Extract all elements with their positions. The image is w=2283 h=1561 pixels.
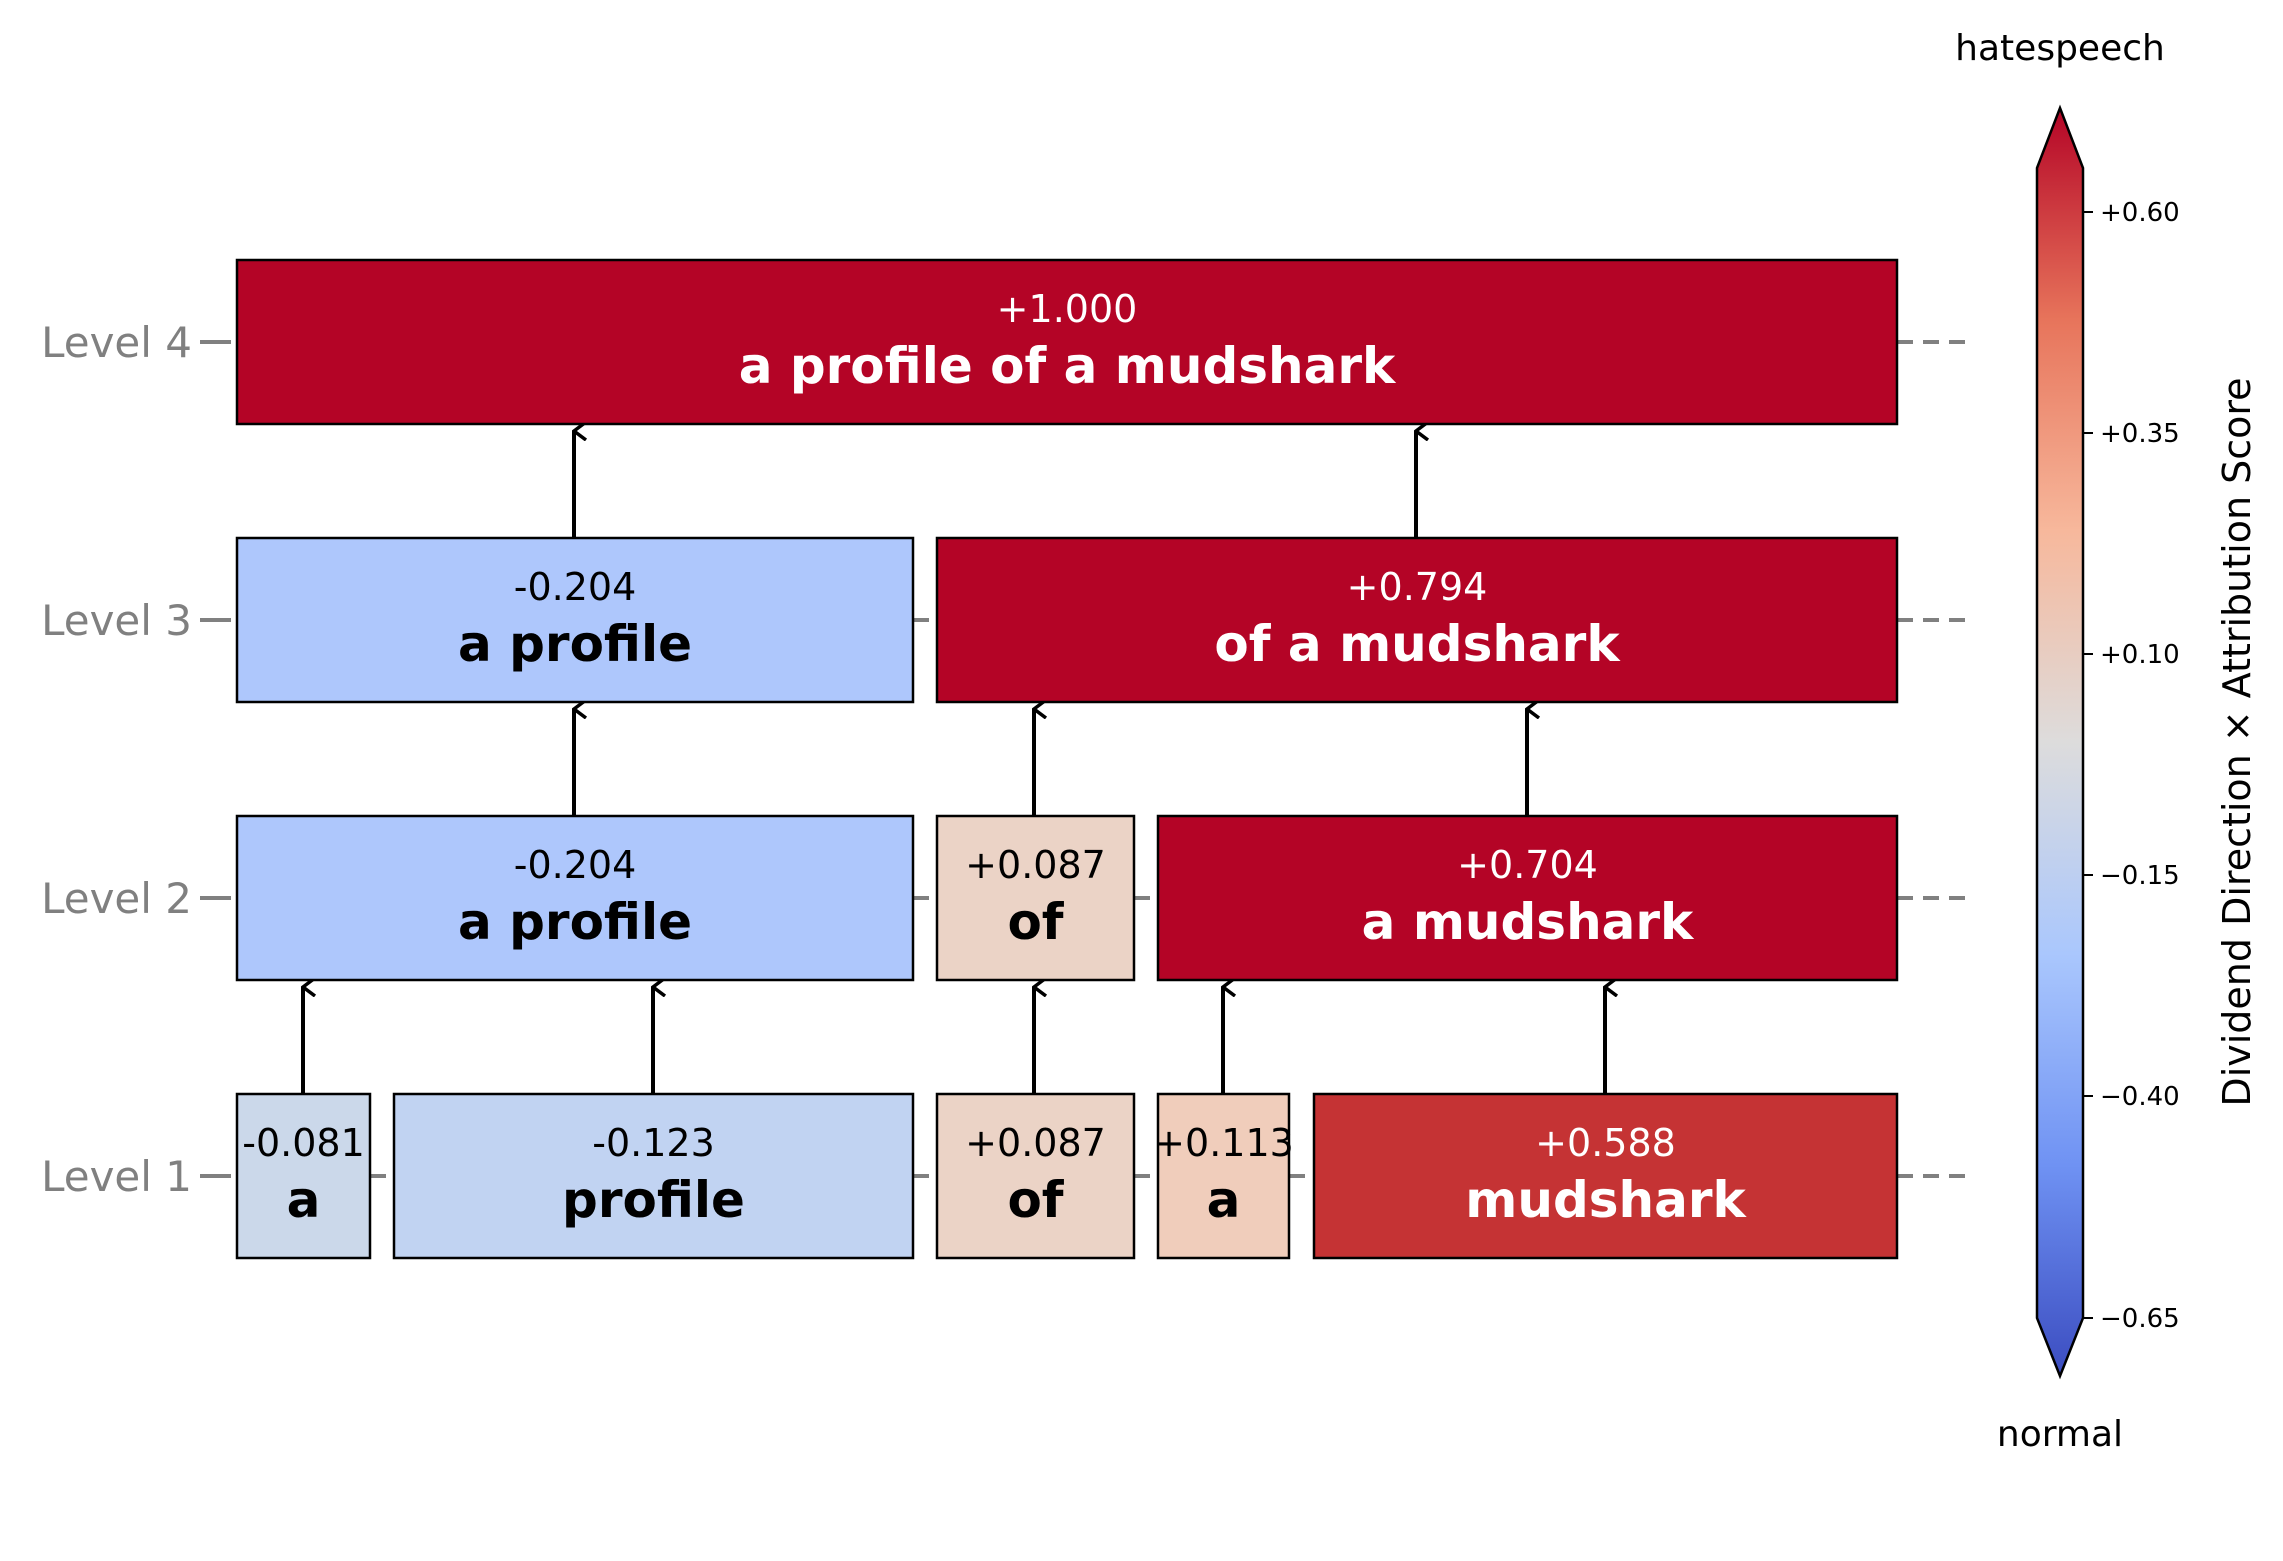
node-box xyxy=(1312,1092,1899,1260)
node-box xyxy=(1156,814,1899,982)
node-text: a xyxy=(287,1171,321,1229)
node-level1-4: +0.113 a xyxy=(1153,1092,1294,1260)
node-box xyxy=(235,814,915,982)
node-level2-3: +0.704 a mudshark xyxy=(1156,814,1899,982)
level-label: Level 4 xyxy=(41,318,192,367)
colorbar-tick-label: +0.60 xyxy=(2100,198,2180,228)
node-score: +0.794 xyxy=(1347,565,1488,609)
colorbar-tick-label: −0.40 xyxy=(2100,1082,2180,1112)
node-level1-5: +0.588 mudshark xyxy=(1312,1092,1899,1260)
node-score: +1.000 xyxy=(997,287,1138,331)
node-box xyxy=(935,814,1136,982)
level-label: Level 3 xyxy=(41,596,192,645)
level-axis: Level 4 Level 3 Level 2 Level 1 xyxy=(41,318,215,1201)
node-score: -0.204 xyxy=(514,565,637,609)
node-box xyxy=(935,1092,1136,1260)
node-text: profile xyxy=(562,1171,745,1229)
node-box xyxy=(1156,1092,1291,1260)
colorbar-top-label: hatespeech xyxy=(1955,28,2165,69)
node-level2-2: +0.087 of xyxy=(935,814,1136,982)
node-level2-1: -0.204 a profile xyxy=(235,814,915,982)
node-score: +0.113 xyxy=(1153,1121,1294,1165)
colorbar-ticks: +0.60 +0.35 +0.10 −0.15 −0.40 −0.65 xyxy=(2083,198,2180,1334)
level-label: Level 1 xyxy=(41,1152,192,1201)
level-tick-1: Level 1 xyxy=(41,1152,215,1201)
node-score: +0.087 xyxy=(965,843,1106,887)
node-boxes: -0.081 a -0.123 profile +0.087 of +0.113 a +0.58… xyxy=(235,258,1899,1260)
node-score: +0.087 xyxy=(965,1121,1106,1165)
level-tick-4: Level 4 xyxy=(41,318,215,367)
node-level3-1: -0.204 a profile xyxy=(235,536,915,704)
node-text: of xyxy=(1007,1171,1064,1229)
colorbar-bottom-label: normal xyxy=(1997,1414,2123,1455)
node-score: -0.204 xyxy=(514,843,637,887)
node-text: of xyxy=(1007,893,1064,951)
node-box xyxy=(935,536,1899,704)
node-level3-2: +0.794 of a mudshark xyxy=(935,536,1899,704)
colorbar-title: Dividend Direction × Attribution Score xyxy=(2215,377,2259,1106)
colorbar-tick-label: −0.15 xyxy=(2100,861,2180,891)
node-text: a profile of a mudshark xyxy=(739,337,1397,395)
node-level4-1: +1.000 a profile of a mudshark xyxy=(235,258,1899,426)
node-level1-1: -0.081 a xyxy=(235,1092,372,1260)
node-score: -0.081 xyxy=(242,1121,365,1165)
level-tick-3: Level 3 xyxy=(41,596,215,645)
node-text: a mudshark xyxy=(1362,893,1695,951)
colorbar-tick-label: +0.10 xyxy=(2100,640,2180,670)
node-level1-3: +0.087 of xyxy=(935,1092,1136,1260)
colorbar-tick-label: +0.35 xyxy=(2100,419,2180,449)
node-text: a profile xyxy=(458,615,692,673)
node-box xyxy=(235,258,1899,426)
node-text: a profile xyxy=(458,893,692,951)
node-level1-2: -0.123 profile xyxy=(392,1092,915,1260)
node-score: +0.704 xyxy=(1457,843,1598,887)
node-text: of a mudshark xyxy=(1214,615,1621,673)
level-guide-lines xyxy=(215,340,1965,1178)
level-tick-2: Level 2 xyxy=(41,874,215,923)
colorbar-tick-label: −0.65 xyxy=(2100,1304,2180,1334)
node-text: a xyxy=(1207,1171,1241,1229)
node-score: -0.123 xyxy=(592,1121,715,1165)
node-box xyxy=(235,536,915,704)
colorbar-gradient xyxy=(2035,104,2085,1380)
node-text: mudshark xyxy=(1465,1171,1747,1229)
node-box xyxy=(392,1092,915,1260)
level-label: Level 2 xyxy=(41,874,192,923)
node-score: +0.588 xyxy=(1535,1121,1676,1165)
merge-arrows xyxy=(301,431,1605,1094)
node-box xyxy=(235,1092,372,1260)
colorbar: hatespeech +0.60 +0.35 +0.10 −0.15 −0.40 −0.6… xyxy=(1955,28,2259,1455)
